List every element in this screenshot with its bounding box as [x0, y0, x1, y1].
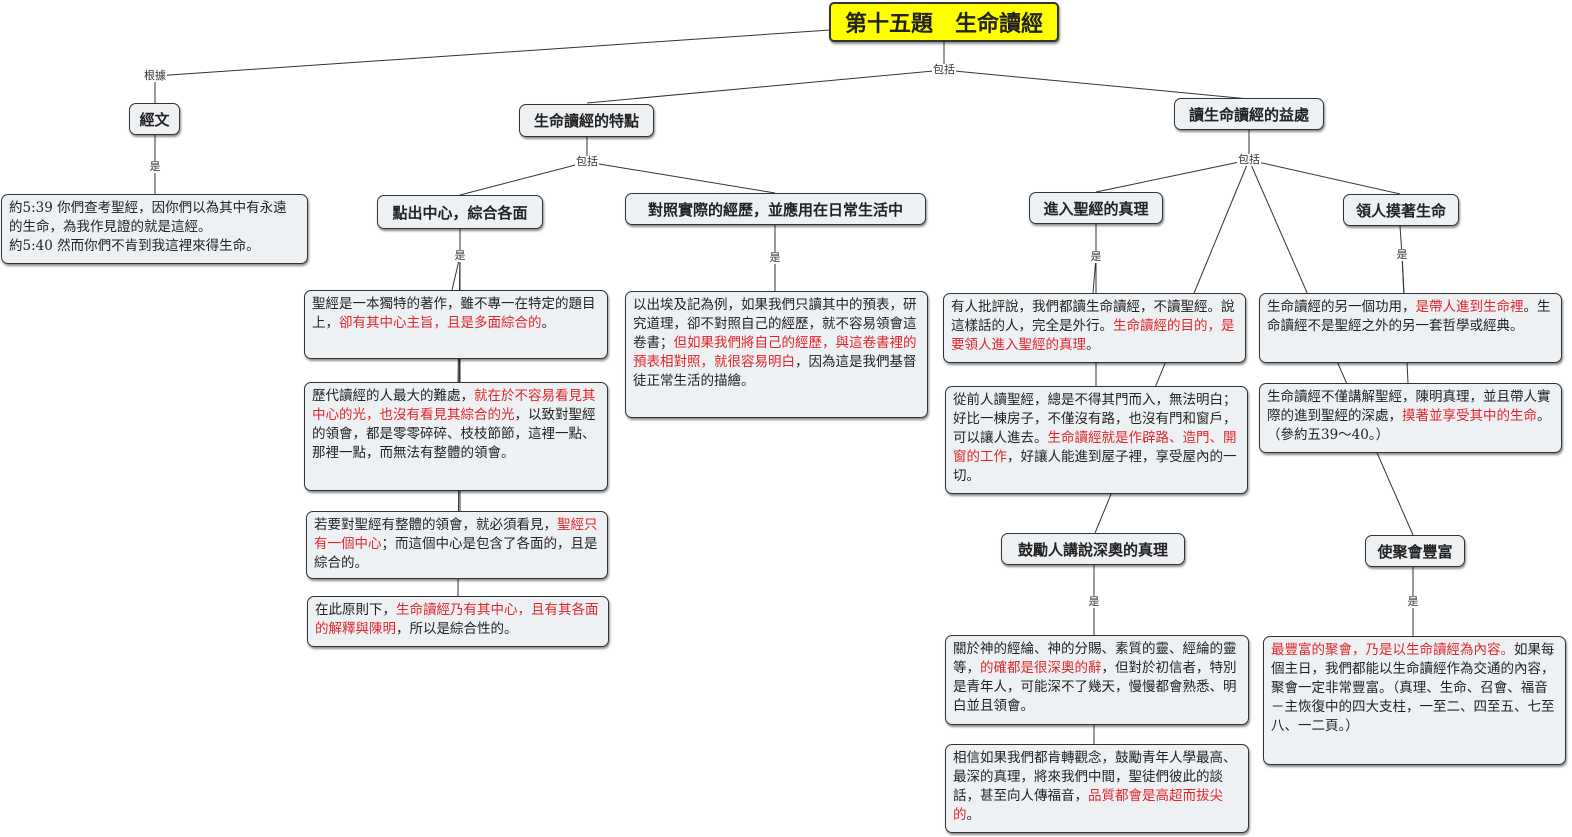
highlight-text: 生命讀經的目的，是要領人進入聖經的真理	[951, 318, 1235, 353]
text-center-4: 在此原則下，生命讀經乃有其中心，且有其各面的解釋與陳明，所以是綜合性的。	[307, 596, 609, 647]
link-benefits-lead	[1248, 159, 1401, 195]
link-features-compare	[586, 161, 776, 194]
link-benefits-enter	[1095, 159, 1250, 193]
link-label-includes: 包括	[932, 63, 956, 76]
body-text: ，所以是綜合性的。	[396, 621, 518, 637]
concept-rich-meeting: 使聚會豐富	[1365, 535, 1465, 567]
link-label-based-on: 根據	[143, 69, 167, 82]
link-label-is: 是	[1087, 595, 1101, 608]
link-includes-benefits	[943, 69, 1250, 100]
body-text: 若要對聖經有整體的領會，就必須看見，	[314, 517, 557, 533]
body-text: 在此原則下，	[315, 602, 396, 618]
body-text: ；而這個中心是包含了各面的，且是綜合的。	[314, 536, 598, 571]
link-label-is: 是	[1406, 595, 1420, 608]
body-text: 聖經是一本獨特的著作，雖不專一在特定的題目上，	[312, 296, 596, 331]
highlight-text: 的確都是很深奧的辭	[980, 660, 1102, 676]
link-label-is: 是	[768, 251, 782, 264]
link-features-center	[459, 161, 588, 196]
highlight-text: 是帶人進到生命裡	[1415, 299, 1524, 315]
link-includes-features	[586, 69, 945, 104]
body-text: 。生命讀經不是聖經之外的另一套哲學或經典。	[1267, 299, 1551, 334]
text-enter-2: 從前人讀聖經，總是不得其門而入，無法明白；好比一棟房子，不僅沒有路，也沒有門和窗…	[945, 386, 1248, 494]
concept-lead-life: 領人摸著生命	[1343, 194, 1459, 226]
body-text: 。	[541, 315, 556, 331]
body-text: 生命讀經的另一個功用，	[1267, 299, 1416, 315]
body-text: ，好讓人能進到屋子裡，享受屋內的一切。	[953, 449, 1237, 484]
highlight-text: 卻有其中心主旨，且是多面綜合的	[339, 315, 542, 331]
body-text: 相信如果我們都肯轉觀念，鼓勵青年人學最高、最深的真理，將來我們中間，聖徒們彼此的…	[953, 750, 1237, 804]
text-encourage-1: 關於神的經綸、神的分賜、素質的靈、經綸的靈等，的確都是很深奧的辭，但對於初信者，…	[945, 635, 1249, 725]
body-text: 歷代讀經的人最大的難處，	[312, 388, 474, 404]
body-text: ，但對於初信者，特別是青年人，可能深不了幾天，慢慢都會熟悉、明白並且領會。	[953, 660, 1237, 714]
highlight-text: 最豐富的聚會，乃是以生命讀經為內容。	[1271, 642, 1514, 658]
text-encourage-2: 相信如果我們都肯轉觀念，鼓勵青年人學最高、最深的真理，將來我們中間，聖徒們彼此的…	[945, 744, 1249, 833]
root-title: 第十五題 生命讀經	[829, 2, 1059, 42]
highlight-text: 但如果我們將自己的經歷，與這卷書裡的預表相對照，就很容易明白	[633, 335, 917, 370]
body-text: 有人批評說，我們都讀生命讀經，不讀聖經。說這樣話的人，完全是外行。	[951, 299, 1235, 334]
body-text: 。	[1086, 337, 1100, 353]
highlight-text: 生命讀經乃有其中心，且有其各面的解釋與陳明	[315, 602, 599, 637]
text-center-3: 若要對聖經有整體的領會，就必須看見，聖經只有一個中心；而這個中心是包含了各面的，…	[306, 511, 608, 579]
highlight-text: 品質都會是高超而拔尖的	[953, 788, 1223, 823]
link-root-scripture	[154, 29, 831, 77]
concept-features: 生命讀經的特點	[519, 104, 654, 137]
link-label-is: 是	[1089, 250, 1103, 263]
concept-benefits: 讀生命讀經的益處	[1174, 98, 1324, 130]
body-text: 以出埃及記為例，如果我們只讀其中的預表，研究道理，卻不對照自己的經歷，就不容易領…	[633, 297, 917, 351]
concept-center: 點出中心，綜合各面	[377, 195, 543, 229]
text-compare-1: 以出埃及記為例，如果我們只讀其中的預表，研究道理，卻不對照自己的經歷，就不容易領…	[625, 291, 928, 418]
concept-compare: 對照實際的經歷，並應用在日常生活中	[625, 193, 926, 225]
concept-enter-truth: 進入聖經的真理	[1029, 192, 1163, 224]
link-label-is: 是	[1395, 248, 1409, 261]
body-text: ，以致對聖經的領會，都是零零碎碎、枝枝節節，這裡一點、那裡一點，而無法有整體的領…	[312, 407, 596, 461]
text-center-1: 聖經是一本獨特的著作，雖不專一在特定的題目上，卻有其中心主旨，且是多面綜合的。	[304, 290, 608, 359]
body-text: 約5:39 你們查考聖經，因你們以為其中有永遠的生命，為我作見證的就是這經。	[9, 200, 287, 235]
concept-encourage: 鼓勵人講說深奧的真理	[1001, 533, 1185, 565]
text-rich-1: 最豐富的聚會，乃是以生命讀經為內容。如果每個主日，我們都能以生命讀經作為交通的內…	[1263, 636, 1566, 765]
text-enter-1: 有人批評說，我們都讀生命讀經，不讀聖經。說這樣話的人，完全是外行。生命讀經的目的…	[943, 293, 1246, 363]
body-text: 從前人讀聖經，總是不得其門而入，無法明白；好比一棟房子，不僅沒有路，也沒有門和窗…	[953, 392, 1237, 446]
body-text: 如果每個主日，我們都能以生命讀經作為交通的內容，聚會一定非常豐富。（真理、生命、…	[1271, 642, 1555, 734]
text-lead-1: 生命讀經的另一個功用，是帶人進到生命裡。生命讀經不是聖經之外的另一套哲學或經典。	[1259, 293, 1562, 363]
body-text: 。（參約五39～40。）	[1267, 408, 1551, 443]
text-lead-2: 生命讀經不僅講解聖經，陳明真理，並且帶人實際的進到聖經的深處，摸著並享受其中的生…	[1259, 383, 1562, 453]
highlight-text: 就在於不容易看見其中心的光，也沒有看見其綜合的光	[312, 388, 596, 423]
body-text: 約5:40 然而你們不肯到我這裡來得生命。	[9, 238, 260, 254]
link-label-includes: 包括	[575, 155, 599, 168]
body-text: 。	[966, 807, 981, 823]
highlight-text: 摸著並享受其中的生命	[1402, 408, 1537, 424]
text-john-verses: 約5:39 你們查考聖經，因你們以為其中有永遠的生命，為我作見證的就是這經。約5…	[1, 194, 308, 264]
highlight-text: 生命讀經就是作辟路、造門、開窗的工作	[953, 430, 1237, 465]
link-label-is: 是	[453, 249, 467, 262]
body-text: 生命讀經不僅講解聖經，陳明真理，並且帶人實際的進到聖經的深處，	[1267, 389, 1551, 424]
link-label-is: 是	[148, 160, 162, 173]
concept-scripture: 經文	[129, 103, 180, 135]
link-label-includes: 包括	[1237, 153, 1261, 166]
highlight-text: 聖經只有一個中心	[314, 517, 598, 552]
body-text: ，因為這是我們基督徒正常生活的描繪。	[633, 354, 917, 389]
text-center-2: 歷代讀經的人最大的難處，就在於不容易看見其中心的光，也沒有看見其綜合的光，以致對…	[304, 382, 608, 491]
body-text: 關於神的經綸、神的分賜、素質的靈、經綸的靈等，	[953, 641, 1237, 676]
